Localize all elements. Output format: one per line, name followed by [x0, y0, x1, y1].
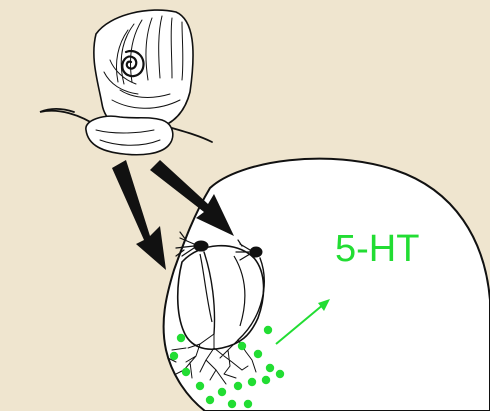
- serotonin-dot: [254, 350, 262, 358]
- snail-shell: [94, 10, 193, 131]
- serotonin-dot: [264, 326, 272, 334]
- serotonin-dot: [182, 368, 190, 376]
- serotonin-dot: [238, 342, 246, 350]
- input-arrow-icon: [112, 160, 166, 270]
- serotonin-dot: [234, 382, 242, 390]
- snail-body: [86, 116, 173, 154]
- serotonin-dot: [177, 334, 185, 342]
- serotonin-dot: [170, 352, 178, 360]
- neuron-soma: [250, 247, 262, 257]
- serotonin-dot: [248, 378, 256, 386]
- serotonin-label: 5-HT: [335, 230, 419, 268]
- serotonin-dot: [218, 388, 226, 396]
- serotonin-dot: [206, 396, 214, 404]
- snail-icon: [40, 10, 212, 155]
- neuron-soma: [194, 241, 208, 251]
- serotonin-dot: [244, 400, 252, 408]
- serotonin-dot: [276, 370, 284, 378]
- snail-antenna: [172, 128, 212, 142]
- serotonin-dot: [228, 400, 236, 408]
- serotonin-dot: [266, 364, 274, 372]
- serotonin-dot: [262, 376, 270, 384]
- serotonin-dot: [196, 382, 204, 390]
